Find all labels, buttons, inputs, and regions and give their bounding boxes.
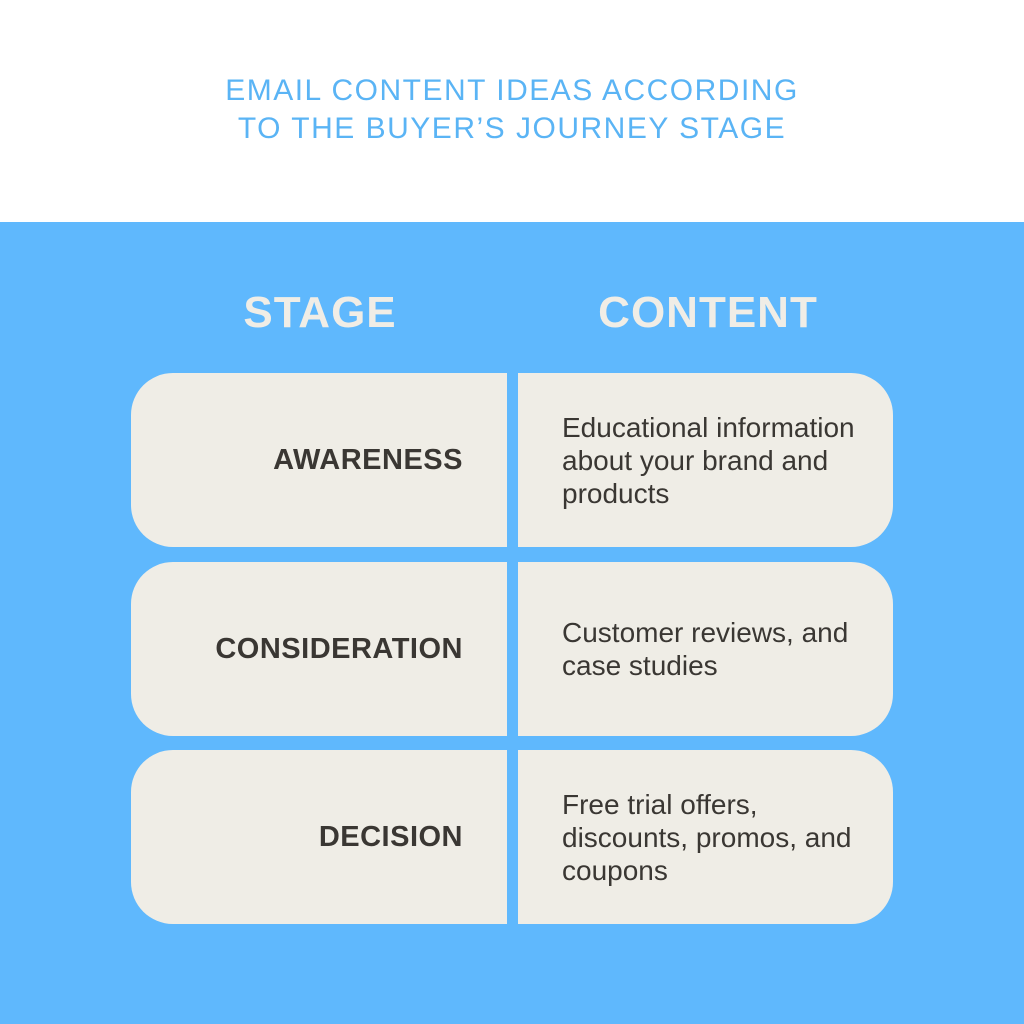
content-text: Educational information about your brand…	[562, 411, 855, 509]
page-title: EMAIL CONTENT IDEAS ACCORDING TO THE BUY…	[0, 72, 1024, 148]
content-cell: Educational information about your brand…	[518, 373, 893, 547]
stage-label: CONSIDERATION	[215, 632, 463, 665]
header-content: CONTENT	[598, 288, 818, 337]
stage-cell: CONSIDERATION	[131, 562, 507, 736]
stage-label: AWARENESS	[273, 443, 463, 476]
header-stage: STAGE	[243, 288, 397, 337]
title-line-2: TO THE BUYER’S JOURNEY STAGE	[237, 112, 787, 145]
content-text: Customer reviews, and case studies	[562, 617, 849, 681]
content-text: Free trial offers, discounts, promos, an…	[562, 788, 852, 886]
content-cell: Free trial offers, discounts, promos, an…	[518, 750, 893, 924]
stage-cell: AWARENESS	[131, 373, 507, 547]
stage-cell: DECISION	[131, 750, 507, 924]
title-line-1: EMAIL CONTENT IDEAS ACCORDING	[225, 74, 799, 107]
content-cell: Customer reviews, and case studies	[518, 562, 893, 736]
stage-label: DECISION	[318, 820, 463, 853]
